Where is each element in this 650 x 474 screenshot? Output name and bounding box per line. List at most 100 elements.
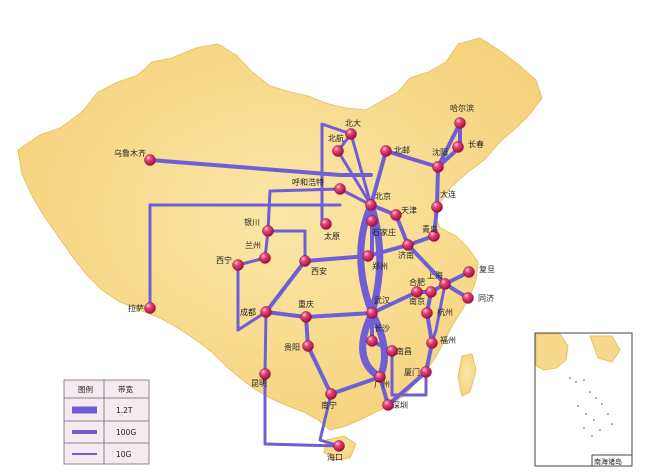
node-marker[interactable] <box>366 307 378 319</box>
node-nanjing[interactable]: 南京 <box>409 286 437 307</box>
node-marker[interactable] <box>431 201 443 213</box>
node-wulumuqi[interactable]: 乌鲁木齐 <box>114 148 156 166</box>
node-marker[interactable] <box>428 230 440 242</box>
node-haikou[interactable]: 海口 <box>327 440 345 463</box>
node-wuhan[interactable]: 武汉 <box>366 295 391 319</box>
node-lasa[interactable]: 拉萨 <box>128 302 156 314</box>
node-marker[interactable] <box>386 345 398 357</box>
node-marker[interactable] <box>382 399 394 411</box>
node-hefei[interactable]: 合肥 <box>409 277 425 298</box>
node-guiyang[interactable]: 贵阳 <box>284 340 314 353</box>
network-link <box>236 263 268 332</box>
node-marker[interactable] <box>320 218 332 230</box>
node-marker[interactable] <box>421 307 433 319</box>
node-marker[interactable] <box>299 255 311 267</box>
node-marker[interactable] <box>462 292 474 304</box>
node-huhehaote[interactable]: 呼和浩特 <box>292 177 346 195</box>
node-marker[interactable] <box>402 239 414 251</box>
node-label: 北邮 <box>394 145 410 155</box>
node-changsha[interactable]: 长沙 <box>366 323 391 347</box>
node-guangzhou[interactable]: 广州 <box>374 371 390 390</box>
node-label: 哈尔滨 <box>450 103 474 113</box>
network-link <box>263 310 341 448</box>
node-jinan[interactable]: 济南 <box>398 239 414 261</box>
node-taiyuan[interactable]: 太原 <box>320 218 341 242</box>
node-marker[interactable] <box>260 306 272 318</box>
node-label: 合肥 <box>409 277 425 287</box>
node-marker[interactable] <box>380 145 392 157</box>
node-shijiazhuang[interactable]: 石家庄 <box>366 215 397 238</box>
node-tongji[interactable]: 同济 <box>462 292 495 304</box>
node-xining[interactable]: 西宁 <box>216 255 244 271</box>
node-marker[interactable] <box>259 252 271 264</box>
node-xian[interactable]: 西安 <box>299 255 328 277</box>
node-label: 昆明 <box>251 379 267 388</box>
node-marker[interactable] <box>420 366 432 378</box>
node-marker[interactable] <box>262 225 274 237</box>
node-shanghai[interactable]: 上海 <box>427 270 451 290</box>
node-marker[interactable] <box>432 161 444 173</box>
node-marker[interactable] <box>452 141 464 153</box>
node-marker[interactable] <box>302 340 314 352</box>
node-changchun[interactable]: 长春 <box>452 139 485 153</box>
node-marker[interactable] <box>374 371 386 383</box>
node-shenzhen[interactable]: 深圳 <box>382 399 409 411</box>
legend-label-1-2t: 1.2T <box>116 406 133 415</box>
node-marker[interactable] <box>300 311 312 323</box>
node-beijing[interactable]: 北京 <box>365 191 392 211</box>
node-marker[interactable] <box>232 259 244 271</box>
node-shenyang[interactable]: 沈阳 <box>432 147 448 173</box>
node-label: 沈阳 <box>432 147 448 157</box>
node-marker[interactable] <box>439 278 451 290</box>
node-marker[interactable] <box>390 209 402 221</box>
taiwan-island <box>457 353 477 397</box>
node-beiyou[interactable]: 北邮 <box>380 145 411 157</box>
node-marker[interactable] <box>366 215 378 227</box>
node-label: 济南 <box>398 250 414 260</box>
node-haerbin[interactable]: 哈尔滨 <box>450 103 474 129</box>
node-zhengzhou[interactable]: 郑州 <box>362 250 389 272</box>
node-marker[interactable] <box>334 183 346 195</box>
network-link <box>369 121 462 238</box>
node-chongqing[interactable]: 重庆 <box>298 299 314 323</box>
node-marker[interactable] <box>362 250 374 262</box>
node-marker[interactable] <box>426 337 438 349</box>
node-marker[interactable] <box>144 154 156 166</box>
node-chengdu[interactable]: 成都 <box>240 306 272 318</box>
node-label: 深圳 <box>392 400 408 410</box>
node-fuzhou[interactable]: 福州 <box>426 336 457 349</box>
network-link <box>318 392 341 448</box>
node-marker[interactable] <box>411 286 423 298</box>
node-marker[interactable] <box>332 145 344 157</box>
node-fudan[interactable]: 复旦 <box>463 264 496 278</box>
node-marker[interactable] <box>345 128 357 140</box>
node-kunming[interactable]: 昆明 <box>251 368 271 389</box>
node-xiamen[interactable]: 厦门 <box>404 366 432 378</box>
node-marker[interactable] <box>425 286 437 298</box>
node-label: 长春 <box>468 139 484 149</box>
node-dalian[interactable]: 大连 <box>431 189 457 213</box>
node-label: 乌鲁木齐 <box>114 148 146 158</box>
node-label: 复旦 <box>479 264 495 274</box>
node-marker[interactable] <box>463 266 475 278</box>
node-hangzhou[interactable]: 杭州 <box>421 307 454 319</box>
node-label: 北航 <box>328 133 344 143</box>
node-label: 同济 <box>478 293 494 303</box>
node-nanning[interactable]: 南宁 <box>321 388 337 411</box>
node-beihang[interactable]: 北航 <box>328 133 344 157</box>
node-lanzhou[interactable]: 兰州 <box>245 240 271 264</box>
node-beida[interactable]: 北大 <box>345 118 361 140</box>
node-marker[interactable] <box>259 368 271 380</box>
node-marker[interactable] <box>365 199 377 211</box>
network-link <box>304 315 382 396</box>
node-marker[interactable] <box>333 440 345 452</box>
node-marker[interactable] <box>366 335 378 347</box>
node-marker[interactable] <box>454 117 466 129</box>
node-marker[interactable] <box>144 302 156 314</box>
node-marker[interactable] <box>325 388 337 400</box>
node-nanchang[interactable]: 南昌 <box>386 345 413 357</box>
node-yinchuan[interactable]: 银川 <box>244 217 274 237</box>
node-qingdao[interactable]: 青岛 <box>422 224 440 242</box>
node-tianjin[interactable]: 天津 <box>390 205 418 221</box>
